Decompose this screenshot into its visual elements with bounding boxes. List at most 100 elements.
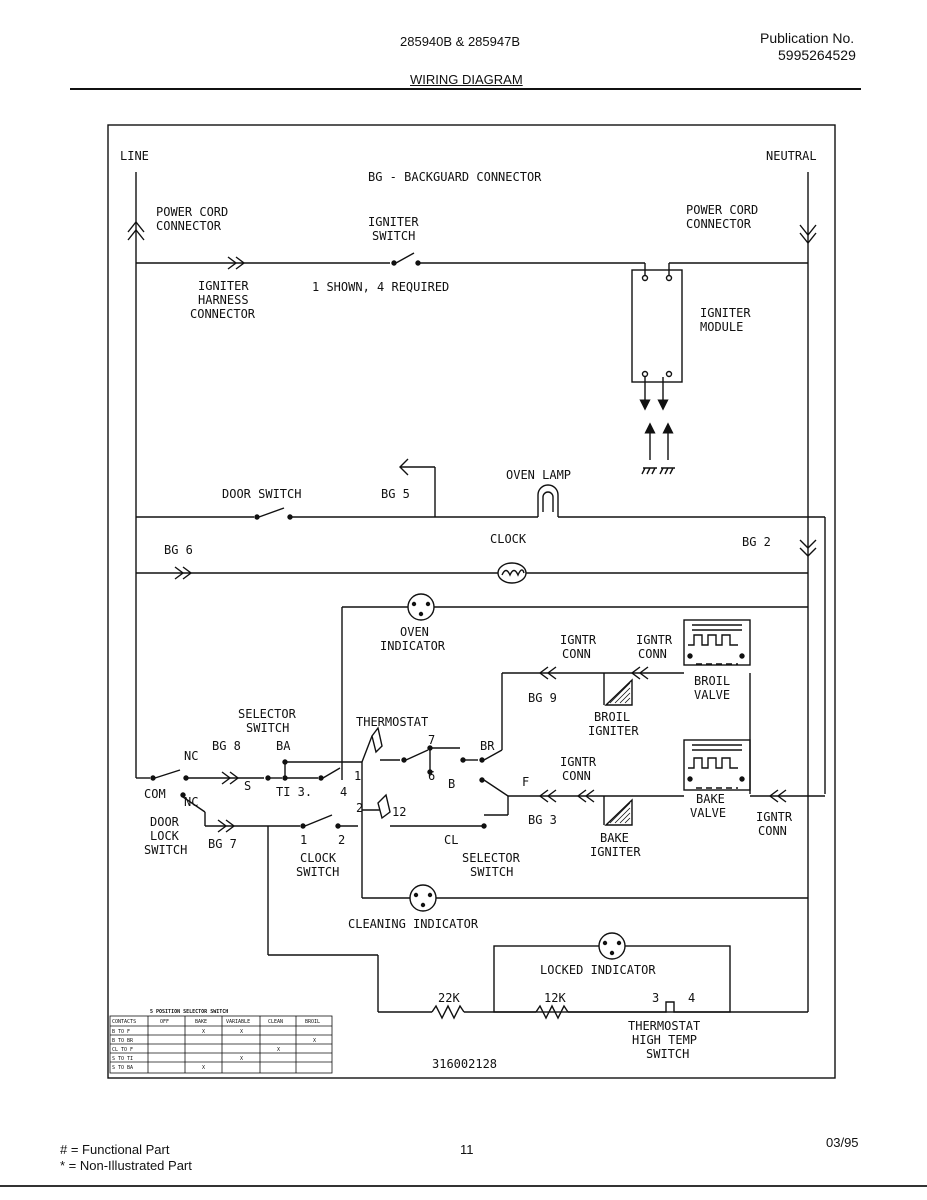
bake-valve bbox=[683, 739, 751, 791]
label-t1: 1 bbox=[354, 769, 361, 783]
label-selector-switch-top-2: SWITCH bbox=[246, 721, 289, 735]
label-t4: 4 bbox=[340, 785, 347, 799]
label-c1: 1 bbox=[300, 833, 307, 847]
label-igniter-switch-2: SWITCH bbox=[372, 229, 415, 243]
label-power-cord-left-2: CONNECTOR bbox=[156, 219, 222, 233]
label-hts-3line: SWITCH bbox=[646, 1047, 689, 1061]
table-cell: X bbox=[313, 1038, 316, 1044]
label-br: BR bbox=[480, 739, 495, 753]
igniter-circuit bbox=[136, 252, 808, 275]
label-igntr-conn-b-2: CONN bbox=[638, 647, 667, 661]
label-power-cord-left-1: POWER CORD bbox=[156, 205, 228, 219]
label-door-lock-2: LOCK bbox=[150, 829, 180, 843]
label-clock: CLOCK bbox=[490, 532, 527, 546]
label-bg3: BG 3 bbox=[528, 813, 557, 827]
label-bg9: BG 9 bbox=[528, 691, 557, 705]
page-title: WIRING DIAGRAM bbox=[410, 72, 523, 87]
label-t7: 7 bbox=[428, 733, 435, 747]
label-clock-switch-1: CLOCK bbox=[300, 851, 337, 865]
label-f: F bbox=[522, 775, 529, 789]
label-igniter-harness-1: IGNITER bbox=[198, 279, 249, 293]
label-igntr-conn-b-1: IGNTR bbox=[636, 633, 673, 647]
clock-switch-region bbox=[267, 780, 808, 1012]
label-bg5: BG 5 bbox=[381, 487, 410, 501]
label-c2: 2 bbox=[338, 833, 345, 847]
label-broil-igniter-2: IGNITER bbox=[588, 724, 639, 738]
publication-number: 5995264529 bbox=[778, 47, 856, 63]
label-igniter-module-2: MODULE bbox=[700, 320, 743, 334]
label-t6: 6 bbox=[428, 769, 435, 783]
igniter-module bbox=[631, 269, 683, 475]
selector-chart-title: 5 POSITION SELECTOR SWITCH bbox=[150, 1009, 228, 1015]
label-nc-top: NC bbox=[184, 749, 198, 763]
table-cell: X bbox=[240, 1029, 243, 1035]
label-bg7: BG 7 bbox=[208, 837, 237, 851]
label-r12k: 12K bbox=[544, 991, 566, 1005]
label-bg8: BG 8 bbox=[212, 739, 241, 753]
label-bg-title: BG - BACKGUARD CONNECTOR bbox=[368, 170, 542, 184]
table-header-off: OFF bbox=[160, 1019, 169, 1025]
selector-switch-region bbox=[136, 726, 509, 833]
table-row-label: B TO F bbox=[112, 1029, 130, 1035]
label-line: LINE bbox=[120, 149, 149, 163]
table-row-label: CL TO F bbox=[112, 1047, 133, 1053]
oven-lamp-circuit bbox=[136, 458, 826, 794]
line-bus bbox=[127, 172, 145, 778]
publication-label: Publication No. bbox=[760, 30, 855, 46]
selector-switch-chart: 5 POSITION SELECTOR SWITCH CONTACTS OFF … bbox=[109, 1009, 333, 1074]
neutral-bus bbox=[799, 172, 817, 1012]
bake-wiring bbox=[508, 789, 825, 826]
label-broil-valve-2: VALVE bbox=[694, 688, 730, 702]
label-selector-switch-bottom-1: SELECTOR bbox=[462, 851, 521, 865]
clock-circuit bbox=[136, 539, 817, 584]
label-igniter-module-1: IGNITER bbox=[700, 306, 751, 320]
header-rule bbox=[70, 88, 861, 90]
label-clock-switch-2: SWITCH bbox=[296, 865, 339, 879]
table-cell: X bbox=[202, 1029, 205, 1035]
label-nc-bottom: NC bbox=[184, 795, 198, 809]
label-igniter-harness-2: HARNESS bbox=[198, 293, 249, 307]
label-power-cord-right-2: CONNECTOR bbox=[686, 217, 752, 231]
label-bake-igniter-2: IGNITER bbox=[590, 845, 641, 859]
label-door-switch: DOOR SWITCH bbox=[222, 487, 301, 501]
label-neutral: NEUTRAL bbox=[766, 149, 817, 163]
label-s: S bbox=[244, 779, 251, 793]
publication-date: 03/95 bbox=[826, 1135, 859, 1150]
oven-indicator bbox=[341, 593, 808, 780]
table-cell: X bbox=[277, 1047, 280, 1053]
page-number: 11 bbox=[460, 1142, 474, 1157]
label-hts-4: 4 bbox=[688, 991, 695, 1005]
label-igntr-conn-a-2: CONN bbox=[562, 647, 591, 661]
table-header-broil: BROIL bbox=[305, 1019, 320, 1025]
label-com: COM bbox=[144, 787, 166, 801]
label-t2: 2 bbox=[356, 801, 363, 815]
label-cl: CL bbox=[444, 833, 458, 847]
label-bake-valve-1: BAKE bbox=[696, 792, 725, 806]
table-header-variable: VARIABLE bbox=[226, 1019, 250, 1025]
diagram-border bbox=[107, 124, 836, 1079]
label-selector-switch-top-1: SELECTOR bbox=[238, 707, 297, 721]
label-igntr-conn-d-1: IGNTR bbox=[756, 810, 793, 824]
label-igntr-conn-c-1: IGNTR bbox=[560, 755, 597, 769]
label-hts-2: HIGH TEMP bbox=[632, 1033, 697, 1047]
label-igniter-harness-3: CONNECTOR bbox=[190, 307, 256, 321]
label-broil-igniter-1: BROIL bbox=[594, 710, 630, 724]
label-part-number: 316002128 bbox=[432, 1057, 497, 1071]
label-hts-3: 3 bbox=[652, 991, 659, 1005]
label-bg6: BG 6 bbox=[164, 543, 193, 557]
table-cell: X bbox=[202, 1065, 205, 1071]
table-header-bake: BAKE bbox=[195, 1019, 207, 1025]
table-row-label: S TO TI bbox=[112, 1056, 133, 1062]
footer-non-illustrated-part: * = Non-Illustrated Part bbox=[60, 1158, 192, 1173]
label-bake-valve-2: VALVE bbox=[690, 806, 726, 820]
table-cell: X bbox=[240, 1056, 243, 1062]
label-ti: TI 3. bbox=[276, 785, 312, 799]
label-igntr-conn-c-2: CONN bbox=[562, 769, 591, 783]
label-door-lock-1: DOOR bbox=[150, 815, 180, 829]
model-numbers: 285940B & 285947B bbox=[400, 34, 520, 49]
label-oven-indicator-2: INDICATOR bbox=[380, 639, 446, 653]
label-door-lock-3: SWITCH bbox=[144, 843, 187, 857]
table-header-contacts: CONTACTS bbox=[112, 1019, 136, 1025]
locked-indicator-circuit bbox=[378, 932, 808, 1020]
